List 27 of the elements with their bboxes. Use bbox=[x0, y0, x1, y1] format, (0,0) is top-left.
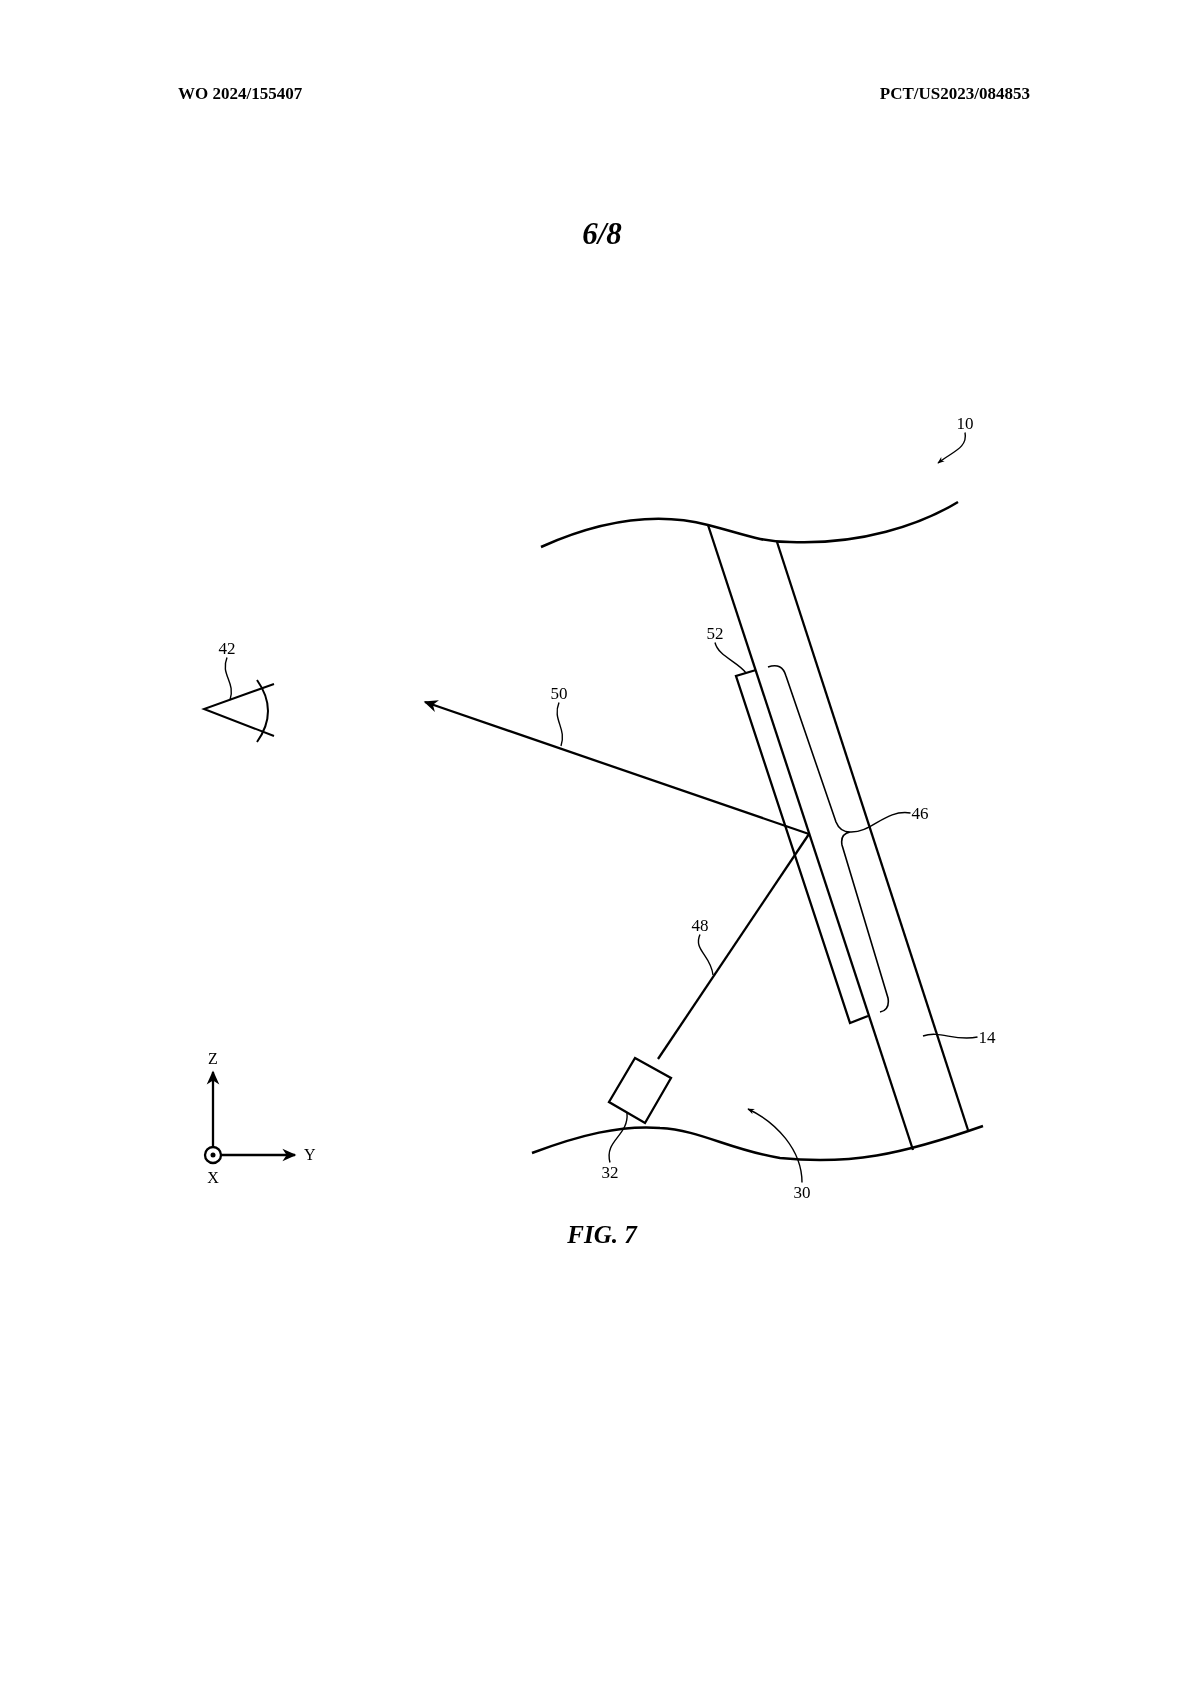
leader-arrow bbox=[747, 1108, 803, 1184]
leader-arrow bbox=[937, 431, 967, 464]
document-number: WO 2024/155407 bbox=[178, 84, 303, 102]
layer-strip bbox=[734, 668, 869, 1025]
leader-line bbox=[608, 1112, 628, 1164]
callout-number: 14 bbox=[977, 1027, 997, 1047]
figure-caption: FIG. 7 bbox=[567, 1221, 637, 1247]
callout-number: 32 bbox=[600, 1162, 620, 1182]
document-number: PCT/US2023/084853 bbox=[879, 84, 1030, 102]
leader-line bbox=[556, 701, 564, 747]
leader-line bbox=[714, 641, 747, 674]
callout-number: 30 bbox=[792, 1182, 812, 1202]
leader-line bbox=[922, 1033, 979, 1039]
sheet-number: 6/8 bbox=[582, 217, 622, 249]
leader-line bbox=[849, 811, 912, 833]
axis-label: Y bbox=[304, 1147, 316, 1163]
axis-label: X bbox=[207, 1170, 219, 1186]
leader-line bbox=[697, 933, 714, 976]
brace bbox=[767, 664, 890, 1013]
leader-line bbox=[224, 656, 233, 701]
callout-number: 42 bbox=[217, 638, 237, 658]
callout-number: 46 bbox=[910, 803, 930, 823]
callout-number: 48 bbox=[690, 915, 710, 935]
callout-number: 50 bbox=[549, 683, 569, 703]
callout-number: 10 bbox=[955, 413, 975, 433]
axis-label: Z bbox=[208, 1051, 218, 1067]
callout-number: 52 bbox=[705, 623, 725, 643]
